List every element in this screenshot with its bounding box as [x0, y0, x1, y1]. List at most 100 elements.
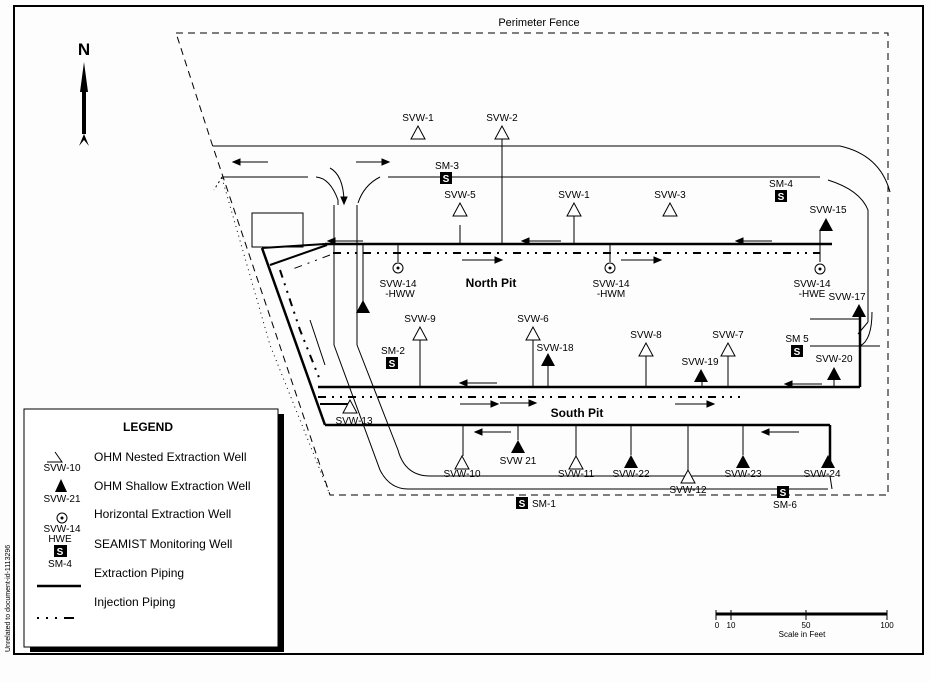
- svg-text:-HWM: -HWM: [597, 289, 625, 300]
- seamist-well-icon[interactable]: S SM-3: [435, 161, 459, 185]
- seamist-well-icon[interactable]: S SM-1: [516, 497, 556, 510]
- svg-text:SVW-19: SVW-19: [681, 357, 718, 368]
- shallow-well-icon[interactable]: SVW-15: [809, 205, 847, 231]
- building: [251, 212, 304, 248]
- svg-text:SVW-3: SVW-3: [654, 190, 686, 201]
- seamist-well-icon[interactable]: S SM-2: [381, 346, 405, 370]
- shallow-extraction-wells: SVW-15 SVW-17 SVW-18 SVW-19 SVW-20 SVW 2…: [356, 205, 866, 480]
- nested-well-icon[interactable]: SVW-12: [669, 468, 707, 496]
- nested-well-icon[interactable]: SVW-10: [443, 454, 481, 480]
- nested-well-icon[interactable]: SVW-13: [335, 398, 373, 427]
- shallow-well-icon[interactable]: SVW 21: [500, 440, 537, 467]
- svg-text:SVW-14: SVW-14: [793, 279, 830, 290]
- injection-piping: [279, 252, 820, 398]
- legend-item-extraction-piping: Extraction Piping: [37, 566, 184, 588]
- svg-text:SVW-10: SVW-10: [43, 463, 80, 474]
- svg-text:SVW-18: SVW-18: [536, 343, 573, 354]
- svg-text:S: S: [794, 347, 801, 358]
- svg-text:SVW-11: SVW-11: [558, 469, 595, 480]
- nested-well-icon[interactable]: SVW-7: [712, 330, 744, 357]
- svg-text:-HWE: -HWE: [799, 289, 826, 300]
- svg-text:SVW-14: SVW-14: [592, 279, 629, 290]
- north-pit-label: North Pit: [466, 276, 517, 290]
- horizontal-well-icon[interactable]: SVW-14 -HWW: [379, 262, 417, 300]
- legend-item-seamist: S SM-4 SEAMIST Monitoring Well: [48, 537, 232, 570]
- svg-text:SVW-21: SVW-21: [43, 494, 80, 505]
- svg-text:SVW-24: SVW-24: [803, 469, 840, 480]
- horizontal-extraction-wells: SVW-14 -HWW SVW-14 -HWM SVW-14 -HWE: [379, 262, 831, 300]
- svg-text:SM-2: SM-2: [381, 346, 405, 357]
- svg-text:S: S: [519, 499, 526, 510]
- svg-text:SVW-17: SVW-17: [828, 292, 865, 303]
- perimeter-fence-label: Perimeter Fence: [498, 17, 579, 29]
- shallow-well-icon[interactable]: SVW-22: [612, 455, 650, 480]
- side-note: Unrelated to document-id-1113296: [5, 545, 12, 652]
- svg-text:SVW-7: SVW-7: [712, 330, 744, 341]
- svg-text:S: S: [57, 547, 64, 558]
- access-road: [213, 145, 891, 496]
- svg-text:SVW-15: SVW-15: [809, 205, 846, 216]
- svg-text:SM 5: SM 5: [785, 334, 809, 345]
- seamist-well-icon[interactable]: SSM-6: [773, 486, 797, 511]
- svg-text:SVW-9: SVW-9: [404, 314, 436, 325]
- shallow-well-icon[interactable]: [356, 300, 370, 313]
- nested-well-icon[interactable]: SVW-6: [517, 314, 549, 341]
- shallow-well-icon[interactable]: SVW-17: [828, 292, 866, 317]
- svg-text:S: S: [778, 192, 785, 203]
- legend-item-nested: SVW-10 OHM Nested Extraction Well: [43, 450, 246, 474]
- svg-text:S: S: [443, 174, 450, 185]
- svg-text:SVW-12: SVW-12: [669, 485, 706, 496]
- svg-text:N: N: [78, 40, 90, 59]
- nested-well-icon[interactable]: SVW-1: [402, 113, 434, 140]
- shallow-well-icon[interactable]: SVW-20: [815, 354, 853, 380]
- svg-text:SVW-5: SVW-5: [444, 190, 476, 201]
- svg-text:SVW-23: SVW-23: [724, 469, 761, 480]
- svg-text:SVW-1: SVW-1: [558, 190, 590, 201]
- svg-text:SVW-22: SVW-22: [612, 469, 649, 480]
- svg-text:SVW-14: SVW-14: [379, 279, 416, 290]
- north-arrow-icon: N: [78, 40, 90, 146]
- shallow-well-icon[interactable]: SVW-19: [681, 357, 719, 382]
- horizontal-well-icon[interactable]: SVW-14 -HWE: [793, 263, 831, 300]
- nested-well-icon[interactable]: SVW-8: [630, 330, 662, 357]
- scale-bar: 0 10 50 100 Scale in Feet: [715, 610, 894, 639]
- shallow-well-icon[interactable]: SVW-18: [536, 343, 574, 366]
- nested-well-icon[interactable]: SVW-9: [404, 314, 436, 341]
- svg-text:S: S: [389, 359, 396, 370]
- svg-text:OHM Shallow Extraction Well: OHM Shallow Extraction Well: [94, 479, 251, 493]
- nested-extraction-wells: SVW-1 SVW-2 SVW-5 SVW-1 SVW-3 SVW-9 SVW-…: [335, 113, 744, 496]
- scale-label: Scale in Feet: [779, 630, 826, 639]
- svg-text:OHM Nested Extraction Well: OHM Nested Extraction Well: [94, 450, 247, 464]
- legend-item-horizontal: SVW-14 HWE Horizontal Extraction Well: [43, 507, 231, 545]
- nested-well-icon[interactable]: SVW-2: [486, 113, 518, 140]
- svg-text:100: 100: [880, 621, 894, 630]
- svg-text:10: 10: [727, 621, 736, 630]
- nested-well-icon[interactable]: SVW-3: [654, 190, 686, 217]
- nested-well-icon[interactable]: SVW-1: [558, 190, 590, 217]
- seamist-well-icon[interactable]: S SM-4: [769, 179, 793, 203]
- svg-text:SM-3: SM-3: [435, 161, 459, 172]
- shallow-well-icon[interactable]: SVW-24: [803, 455, 841, 480]
- svg-text:Extraction Piping: Extraction Piping: [94, 566, 184, 580]
- svg-text:SVW 21: SVW 21: [500, 456, 537, 467]
- svg-text:0: 0: [715, 621, 720, 630]
- shallow-well-icon[interactable]: SVW-23: [724, 455, 762, 480]
- svg-text:SVW-2: SVW-2: [486, 113, 518, 124]
- svg-text:SVW-1: SVW-1: [402, 113, 434, 124]
- svg-text:HWE: HWE: [48, 534, 72, 545]
- svg-text:SVW-20: SVW-20: [815, 354, 852, 365]
- nested-well-icon[interactable]: SVW-11: [558, 454, 595, 480]
- svg-text:SM-1: SM-1: [532, 499, 556, 510]
- svg-text:Horizontal Extraction Well: Horizontal Extraction Well: [94, 507, 231, 521]
- perimeter-fence: Perimeter Fence: [175, 17, 889, 496]
- nested-well-icon[interactable]: SVW-5: [444, 190, 476, 217]
- legend: LEGEND SVW-10 OHM Nested Extraction Well…: [23, 408, 284, 652]
- north-extraction-piping: [260, 130, 880, 470]
- svg-text:Injection Piping: Injection Piping: [94, 595, 175, 609]
- svg-text:SVW-13: SVW-13: [335, 416, 372, 427]
- horizontal-well-icon[interactable]: SVW-14 -HWM: [592, 262, 630, 300]
- svg-text:SM-4: SM-4: [769, 179, 793, 190]
- seamist-well-icon[interactable]: S SM 5: [785, 334, 809, 358]
- map-frame: [13, 5, 924, 655]
